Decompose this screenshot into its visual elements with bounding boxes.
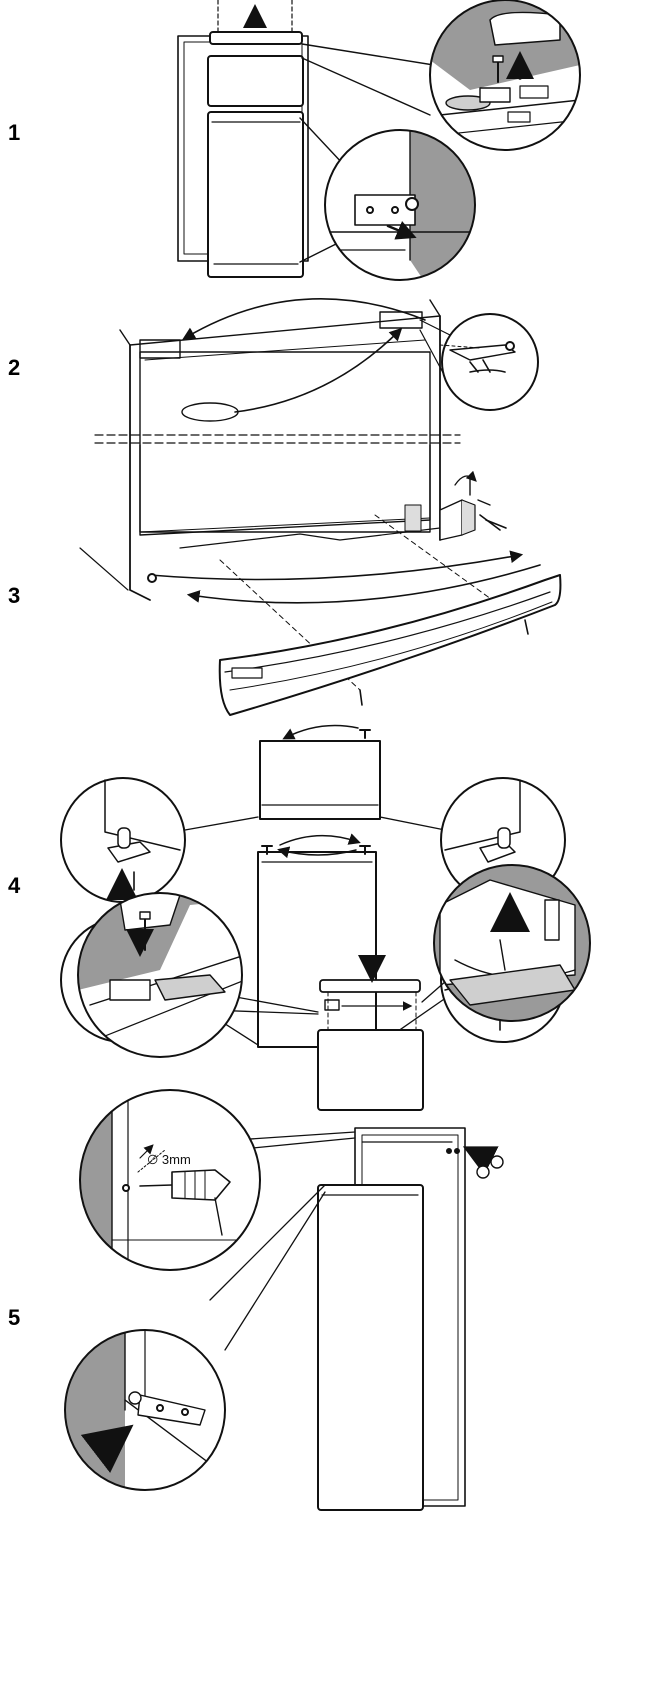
- arrow-right-icon: [386, 221, 417, 240]
- arrow-curved-icon: [234, 327, 403, 413]
- step5-bottom-hinge-detail: [64, 1329, 226, 1491]
- screw-icon: [479, 514, 501, 531]
- step4-hinge-detail-top-left: [60, 777, 186, 903]
- step5-drill-detail: [79, 1089, 261, 1271]
- step-label-2: 2: [8, 355, 21, 380]
- step5-hinge-cover-detail: [433, 864, 591, 1022]
- screw-icon: [524, 619, 529, 635]
- screw-icon: [359, 689, 363, 706]
- step5-fridge: [317, 955, 504, 1511]
- screw-icon: [485, 519, 507, 529]
- step-label-3: 3: [8, 583, 21, 608]
- screw-icon: [359, 845, 371, 855]
- drill-icon: [171, 1169, 231, 1201]
- step4-doors: [257, 724, 381, 1048]
- drill-size-label: ∅ 3mm: [147, 1152, 191, 1167]
- step2-fridge-body: [79, 299, 461, 601]
- step3-plinth: [218, 574, 562, 716]
- screw-icon: [359, 729, 371, 739]
- step1-fridge: [177, 0, 309, 278]
- arrow-curved-icon: [182, 298, 426, 340]
- step1-top-hinge-detail: [429, 0, 581, 151]
- step3-bottom-hinge: [439, 470, 507, 541]
- arrow-right-icon: [80, 1424, 134, 1473]
- step1-middle-hinge-detail: [324, 129, 476, 281]
- step2-hinge-detail: [441, 313, 539, 411]
- step-label-1: 1: [8, 120, 21, 145]
- step-label-4: 4: [8, 873, 21, 898]
- step-label-5: 5: [8, 1305, 21, 1330]
- arrow-left-icon: [462, 1146, 499, 1176]
- step5-top-hinge-detail: [77, 892, 243, 1058]
- screw-icon: [261, 845, 273, 855]
